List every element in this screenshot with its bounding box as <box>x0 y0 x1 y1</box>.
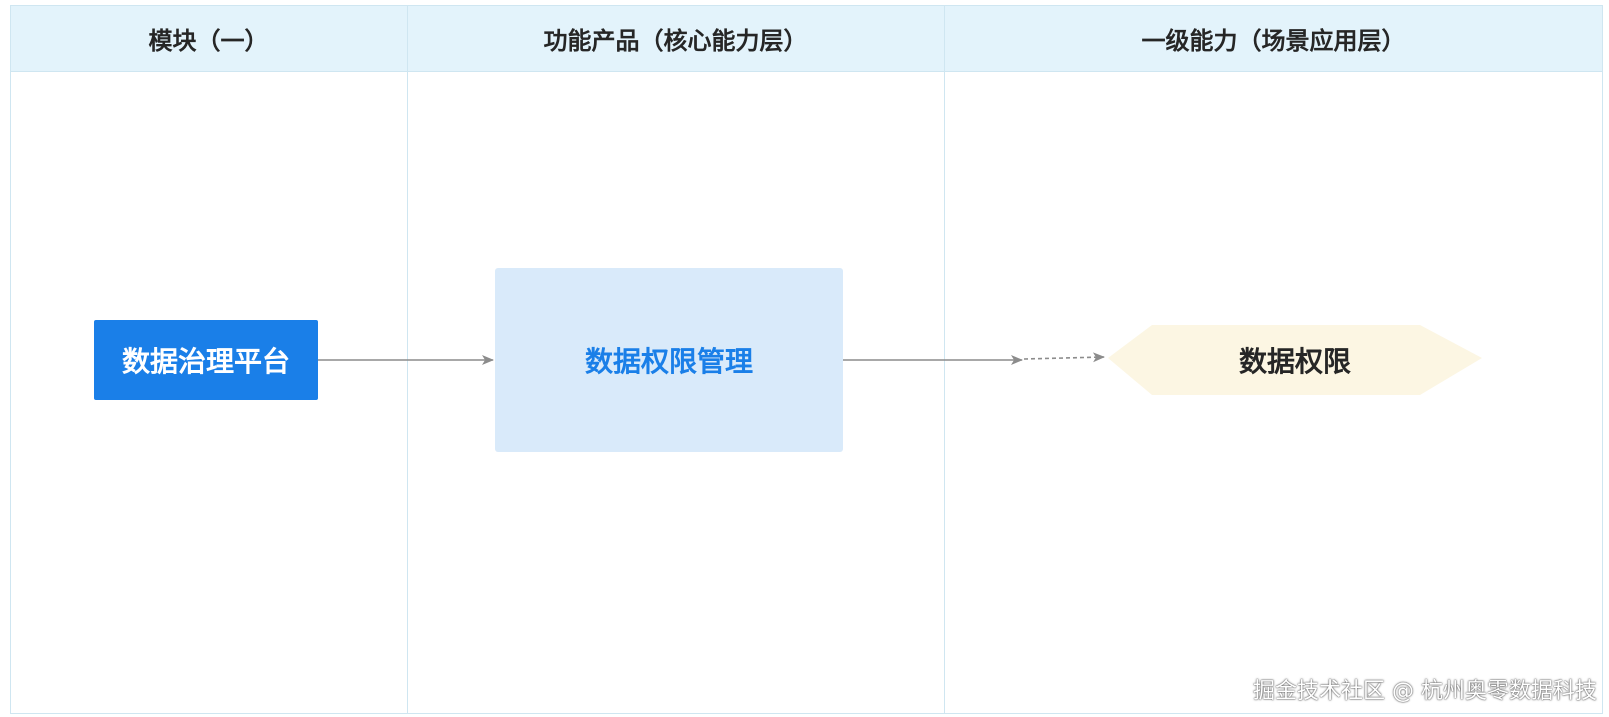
swimlane-header <box>10 5 1603 72</box>
watermark: 掘金技术社区 @ 杭州奥零数据科技 <box>1253 679 1597 704</box>
permission-hexagon <box>1108 325 1482 395</box>
node-data-governance-platform[interactable]: 数据治理平台 <box>94 320 318 400</box>
node-data-permission-management[interactable]: 数据权限管理 <box>495 268 843 452</box>
lane-title-module: 模块（一） <box>148 27 269 55</box>
lane-title-scenario-capability: 一级能力（场景应用层） <box>1141 27 1406 55</box>
node-data-permission[interactable]: 数据权限 <box>1238 345 1351 378</box>
dashed-link-to-permission <box>1023 352 1105 363</box>
lane-title-core-capability: 功能产品（核心能力层） <box>543 27 808 55</box>
